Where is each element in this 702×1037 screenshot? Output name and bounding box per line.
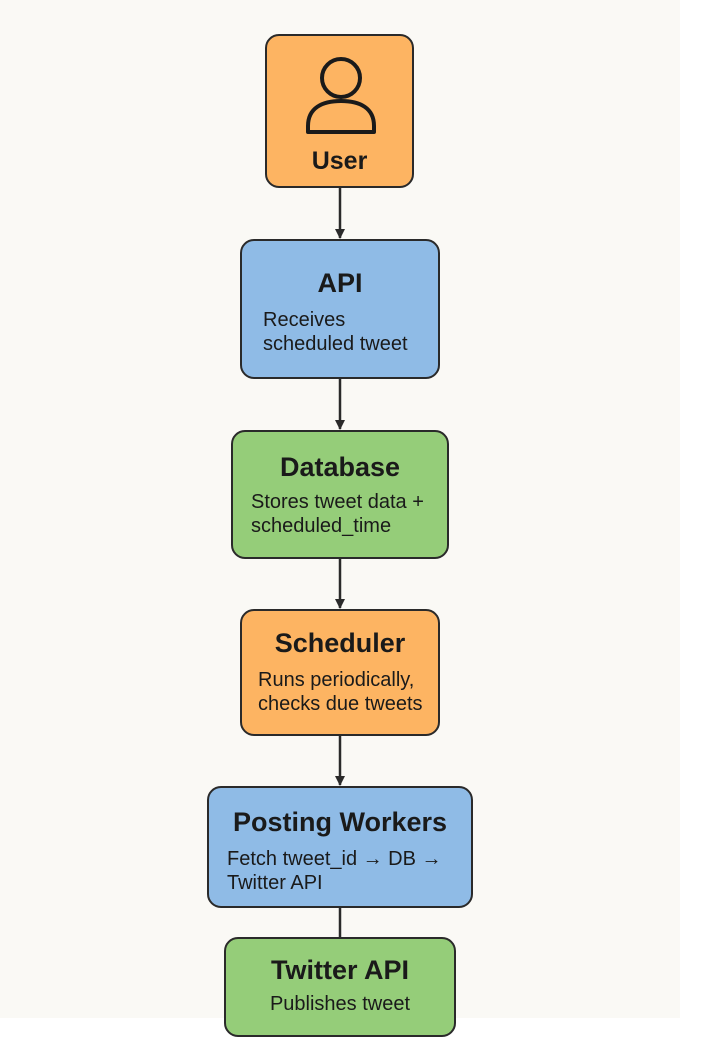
node-posting-workers-title: Posting Workers bbox=[232, 807, 448, 837]
node-scheduler: Scheduler Runs periodically, checks due … bbox=[240, 609, 440, 736]
node-scheduler-desc-line-2: checks due tweets bbox=[258, 693, 423, 715]
node-user: User bbox=[265, 34, 414, 188]
node-scheduler-desc-line-1: Runs periodically, bbox=[258, 669, 415, 691]
node-posting-workers-desc-line-1: Fetch tweet_id → DB → bbox=[227, 848, 442, 870]
node-api: API Receives scheduled tweet bbox=[240, 239, 440, 379]
node-database-title: Database bbox=[279, 452, 401, 482]
person-icon bbox=[306, 57, 376, 134]
diagram-canvas: User API Receives scheduled tweet Databa… bbox=[207, 34, 473, 1037]
node-api-desc-line-1: Receives bbox=[263, 309, 346, 331]
node-posting-workers-desc-line-2: Twitter API bbox=[227, 872, 323, 894]
node-database: Database Stores tweet data + scheduled_t… bbox=[231, 430, 449, 559]
node-twitter-api-desc-line-1: Publishes tweet bbox=[269, 993, 411, 1015]
node-api-desc-line-2: scheduled tweet bbox=[263, 333, 408, 355]
node-api-title: API bbox=[317, 268, 363, 298]
node-database-desc-line-1: Stores tweet data + bbox=[251, 491, 424, 513]
node-scheduler-title: Scheduler bbox=[274, 628, 406, 658]
node-database-desc-line-2: scheduled_time bbox=[251, 515, 392, 537]
node-twitter-api: Twitter API Publishes tweet bbox=[224, 937, 456, 1037]
node-twitter-api-title: Twitter API bbox=[270, 955, 409, 985]
connectors bbox=[335, 188, 345, 937]
node-user-title: User bbox=[311, 147, 368, 175]
node-posting-workers: Posting Workers Fetch tweet_id → DB → Tw… bbox=[207, 786, 473, 908]
